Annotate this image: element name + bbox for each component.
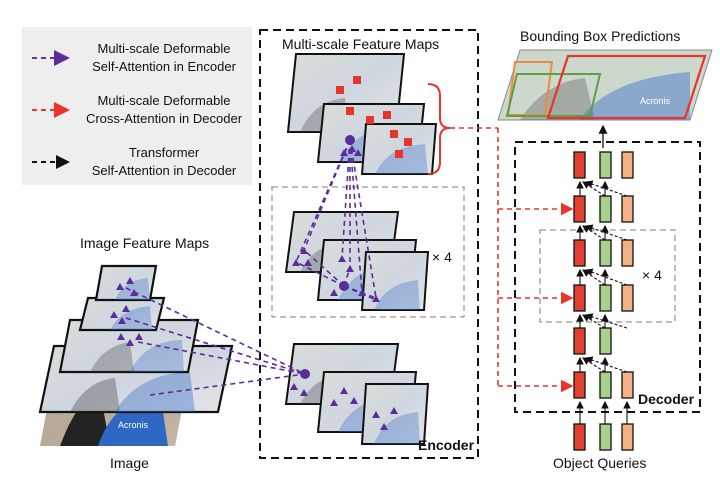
legend-label-encoder-attn-line1: Multi-scale Deformable <box>97 41 231 56</box>
bbox-brand-text: Acronis <box>640 96 671 106</box>
legend-label-decoder-cross-attn-line2: Cross-Attention in Decoder <box>85 111 243 126</box>
legend-label-decoder-self-attn-line1: Transformer <box>128 145 200 160</box>
bbox-predictions-title: Bounding Box Predictions <box>520 28 681 44</box>
legend-label-decoder-self-attn: Transformer Self-Attention in Decoder <box>74 144 254 180</box>
encoder-attention-lines <box>125 139 377 396</box>
image-feature-map-level-3 <box>78 296 166 332</box>
legend-label-decoder-self-attn-line2: Self-Attention in Decoder <box>91 163 237 178</box>
image-feature-map-level-4 <box>94 264 158 302</box>
brand-text: Acronis <box>118 420 149 430</box>
decoder-label: Decoder <box>638 391 695 407</box>
encoder-output-maps <box>286 53 451 175</box>
decoder-repeat-label: × 4 <box>642 267 662 283</box>
object-queries-label: Object Queries <box>553 455 647 471</box>
image-feature-map-level-2 <box>58 318 200 374</box>
image-label: Image <box>110 455 149 471</box>
encoder-box <box>259 29 479 459</box>
multiscale-feature-maps-title: Multi-scale Feature Maps <box>282 36 440 52</box>
decoder-cross-attention-lines <box>450 127 574 393</box>
encoder-repeat-box <box>271 186 465 318</box>
encoder-repeat-label: × 4 <box>432 249 452 265</box>
decoder-layers <box>573 151 634 399</box>
bbox-prediction-image: Acronis <box>497 49 713 121</box>
encoder-middle-maps <box>284 211 430 311</box>
legend-label-encoder-attn-line2: Self-Attention in Encoder <box>92 59 236 74</box>
legend-label-decoder-cross-attn-line1: Multi-scale Deformable <box>97 93 231 108</box>
object-queries <box>573 423 634 451</box>
legend-label-decoder-cross-attn: Multi-scale Deformable Cross-Attention i… <box>74 92 254 128</box>
encoder-input-maps <box>284 343 430 445</box>
legend-label-encoder-attn: Multi-scale Deformable Self-Attention in… <box>74 40 254 76</box>
encoder-label: Encoder <box>418 437 475 453</box>
image-feature-maps-title: Image Feature Maps <box>80 235 210 251</box>
decoder-box <box>514 141 701 413</box>
input-image-stack: Acronis <box>38 264 234 446</box>
decoder-self-attention-arrows <box>576 180 631 424</box>
